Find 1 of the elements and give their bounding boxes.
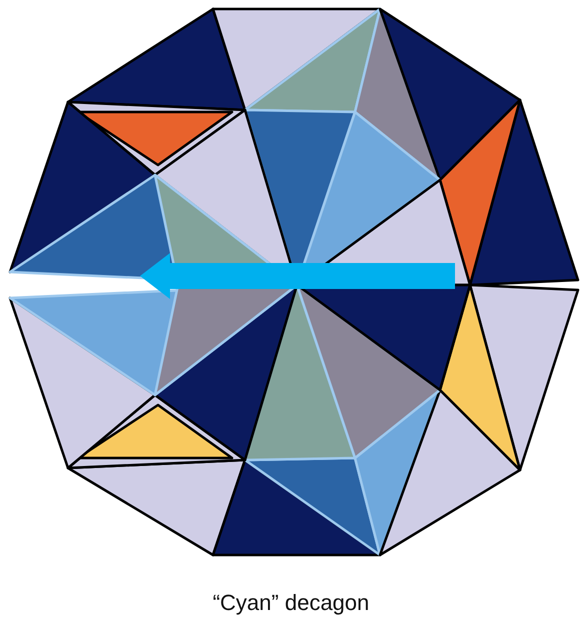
caption: “Cyan” decagon xyxy=(212,590,370,616)
